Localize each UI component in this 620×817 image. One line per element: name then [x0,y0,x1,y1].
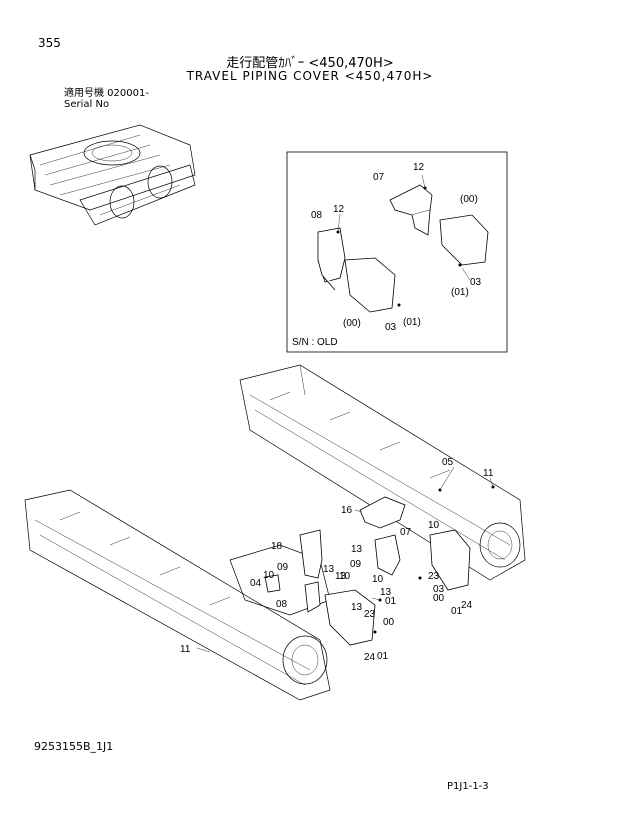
callout-16: 16 [341,505,353,516]
callout-13: 13 [351,544,363,555]
callout-24: 24 [461,600,473,611]
callout-00: 00 [383,617,395,628]
callout-18: 18 [271,541,283,552]
callout-07: 07 [373,172,385,183]
callout-08: 08 [311,210,323,221]
callout-03: 03 [385,322,397,333]
callout-01: 01 [377,651,389,662]
callout-11: 11 [483,468,494,479]
callout-05: 05 [442,457,454,468]
page-title-english: TRAVEL PIPING COVER <450,470H> [186,69,434,83]
callout-03: 03 [433,584,445,595]
callout-11: 11 [180,644,191,655]
callout-13: 13 [351,602,363,613]
leader-lines [196,174,494,653]
track-frame-drawing [24,364,526,701]
inset-callouts: 07 12 (00) 08 12 03 (01) (00) 03 (01) S/… [292,162,482,348]
callout-01: (01) [403,317,421,328]
callout-10: 10 [263,570,275,581]
callout-04: 04 [250,578,262,589]
serial-label: Serial No [64,99,110,110]
callout-24: 24 [364,652,376,663]
callout-13: 13 [335,571,347,582]
serial-range-jp: 適用号機 020001- [64,88,149,99]
callout-01: 01 [451,606,463,617]
inset-parts [317,184,489,313]
callout-09: 09 [277,562,289,573]
callout-00: 00 [433,593,445,604]
page-number: 355 [38,36,61,50]
callout-01: 01 [385,596,397,607]
drawing-number: 9253155B_1J1 [34,740,114,753]
page-code: P1J1-1-3 [447,781,489,792]
callout-07: 07 [400,527,412,538]
callout-23: 23 [364,609,376,620]
machine-thumbnail [29,124,196,226]
callout-09: 09 [350,559,362,570]
callout-00: (00) [460,194,478,205]
inset-sn-label: S/N : OLD [292,337,338,348]
callout-00: (00) [343,318,361,329]
main-parts [264,485,495,646]
callout-10: 10 [372,574,384,585]
callout-13: 13 [380,587,392,598]
callout-03: 03 [470,277,482,288]
callout-08: 08 [276,599,288,610]
serial-info: 適用号機 020001- Serial No [64,88,149,110]
inset-frame [286,151,508,353]
callout-01: (01) [451,287,469,298]
callout-23: 23 [428,571,440,582]
callout-10: 10 [339,571,351,582]
page-title-japanese: 走行配管ｶﾊﾞｰ <450,470H> [226,56,394,71]
callout-13: 13 [323,564,335,575]
callout-12: 12 [333,204,345,215]
callout-10: 10 [428,520,440,531]
main-callouts: 05 11 16 10 07 13 09 18 10 13 09 10 13 0… [180,457,494,663]
callout-12: 12 [413,162,425,173]
